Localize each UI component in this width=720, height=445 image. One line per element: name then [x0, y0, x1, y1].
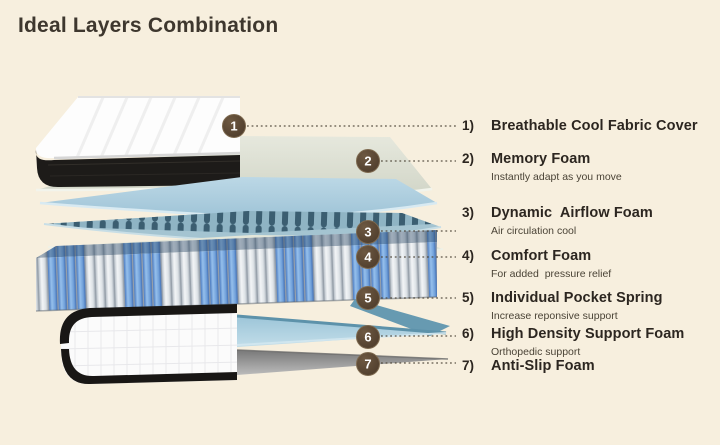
- legend-item-pocket-spring: 5) Individual Pocket Spring Increase rep…: [462, 289, 714, 323]
- legend-subtext: Air circulation cool: [491, 225, 577, 237]
- marker-3: 3: [356, 220, 380, 244]
- legend-name: Comfort Foam: [491, 248, 592, 264]
- svg-text:6: 6: [364, 330, 371, 345]
- legend-subtext: For added pressure relief: [491, 268, 612, 280]
- layer-markers: 1 2 3 4 5 6 7: [222, 114, 380, 376]
- marker-4: 4: [356, 245, 380, 269]
- leader-lines: [247, 125, 456, 364]
- svg-text:4: 4: [364, 250, 372, 265]
- layer-support-foam-graphic: [236, 299, 450, 347]
- legend-number: 4): [462, 248, 475, 263]
- legend-item-support-foam: 6) High Density Support Foam Orthopedic …: [462, 325, 714, 359]
- svg-text:2: 2: [364, 154, 371, 169]
- legend-subtext: Orthopedic support: [491, 346, 581, 358]
- marker-5: 5: [356, 286, 380, 310]
- marker-2: 2: [356, 149, 380, 173]
- page-title: Ideal Layers Combination: [18, 14, 279, 37]
- layer-fabric-cover-graphic: [35, 96, 241, 188]
- legend-name: High Density Support Foam: [491, 326, 685, 342]
- legend-item-antislip-foam: 7) Anti-Slip Foam: [462, 357, 714, 375]
- svg-text:5: 5: [364, 291, 371, 306]
- legend-name: Individual Pocket Spring: [491, 290, 663, 306]
- legend-subtext: Instantly adapt as you move: [491, 171, 622, 183]
- layer-pocket-springs-graphic: [35, 230, 438, 312]
- legend-name: Memory Foam: [491, 151, 591, 167]
- layer-antislip-foam-graphic: [236, 349, 449, 375]
- legend-number: 7): [462, 358, 475, 373]
- svg-text:7: 7: [364, 357, 371, 372]
- legend-name: Breathable Cool Fabric Cover: [491, 118, 698, 134]
- legend-name: Anti-Slip Foam: [491, 358, 595, 374]
- marker-7: 7: [356, 352, 380, 376]
- legend-name: Dynamic Airflow Foam: [491, 205, 653, 221]
- svg-text:3: 3: [364, 225, 371, 240]
- legend-number: 5): [462, 290, 475, 305]
- legend-number: 1): [462, 118, 475, 133]
- base-block-graphic: [59, 304, 237, 385]
- legend-number: 6): [462, 326, 475, 341]
- svg-text:1: 1: [230, 119, 237, 134]
- legend-item-memory-foam: 2) Memory Foam Instantly adapt as you mo…: [462, 150, 714, 184]
- legend-number: 2): [462, 151, 475, 166]
- legend-item-comfort-foam: 4) Comfort Foam For added pressure relie…: [462, 247, 714, 281]
- legend-subtext: Increase reponsive support: [491, 310, 618, 322]
- legend-item-airflow-foam: 3) Dynamic Airflow Foam Air circulation …: [462, 204, 714, 238]
- marker-1: 1: [222, 114, 246, 138]
- legend-item-fabric-cover: 1) Breathable Cool Fabric Cover: [462, 117, 714, 135]
- marker-6: 6: [356, 325, 380, 349]
- legend-number: 3): [462, 205, 475, 220]
